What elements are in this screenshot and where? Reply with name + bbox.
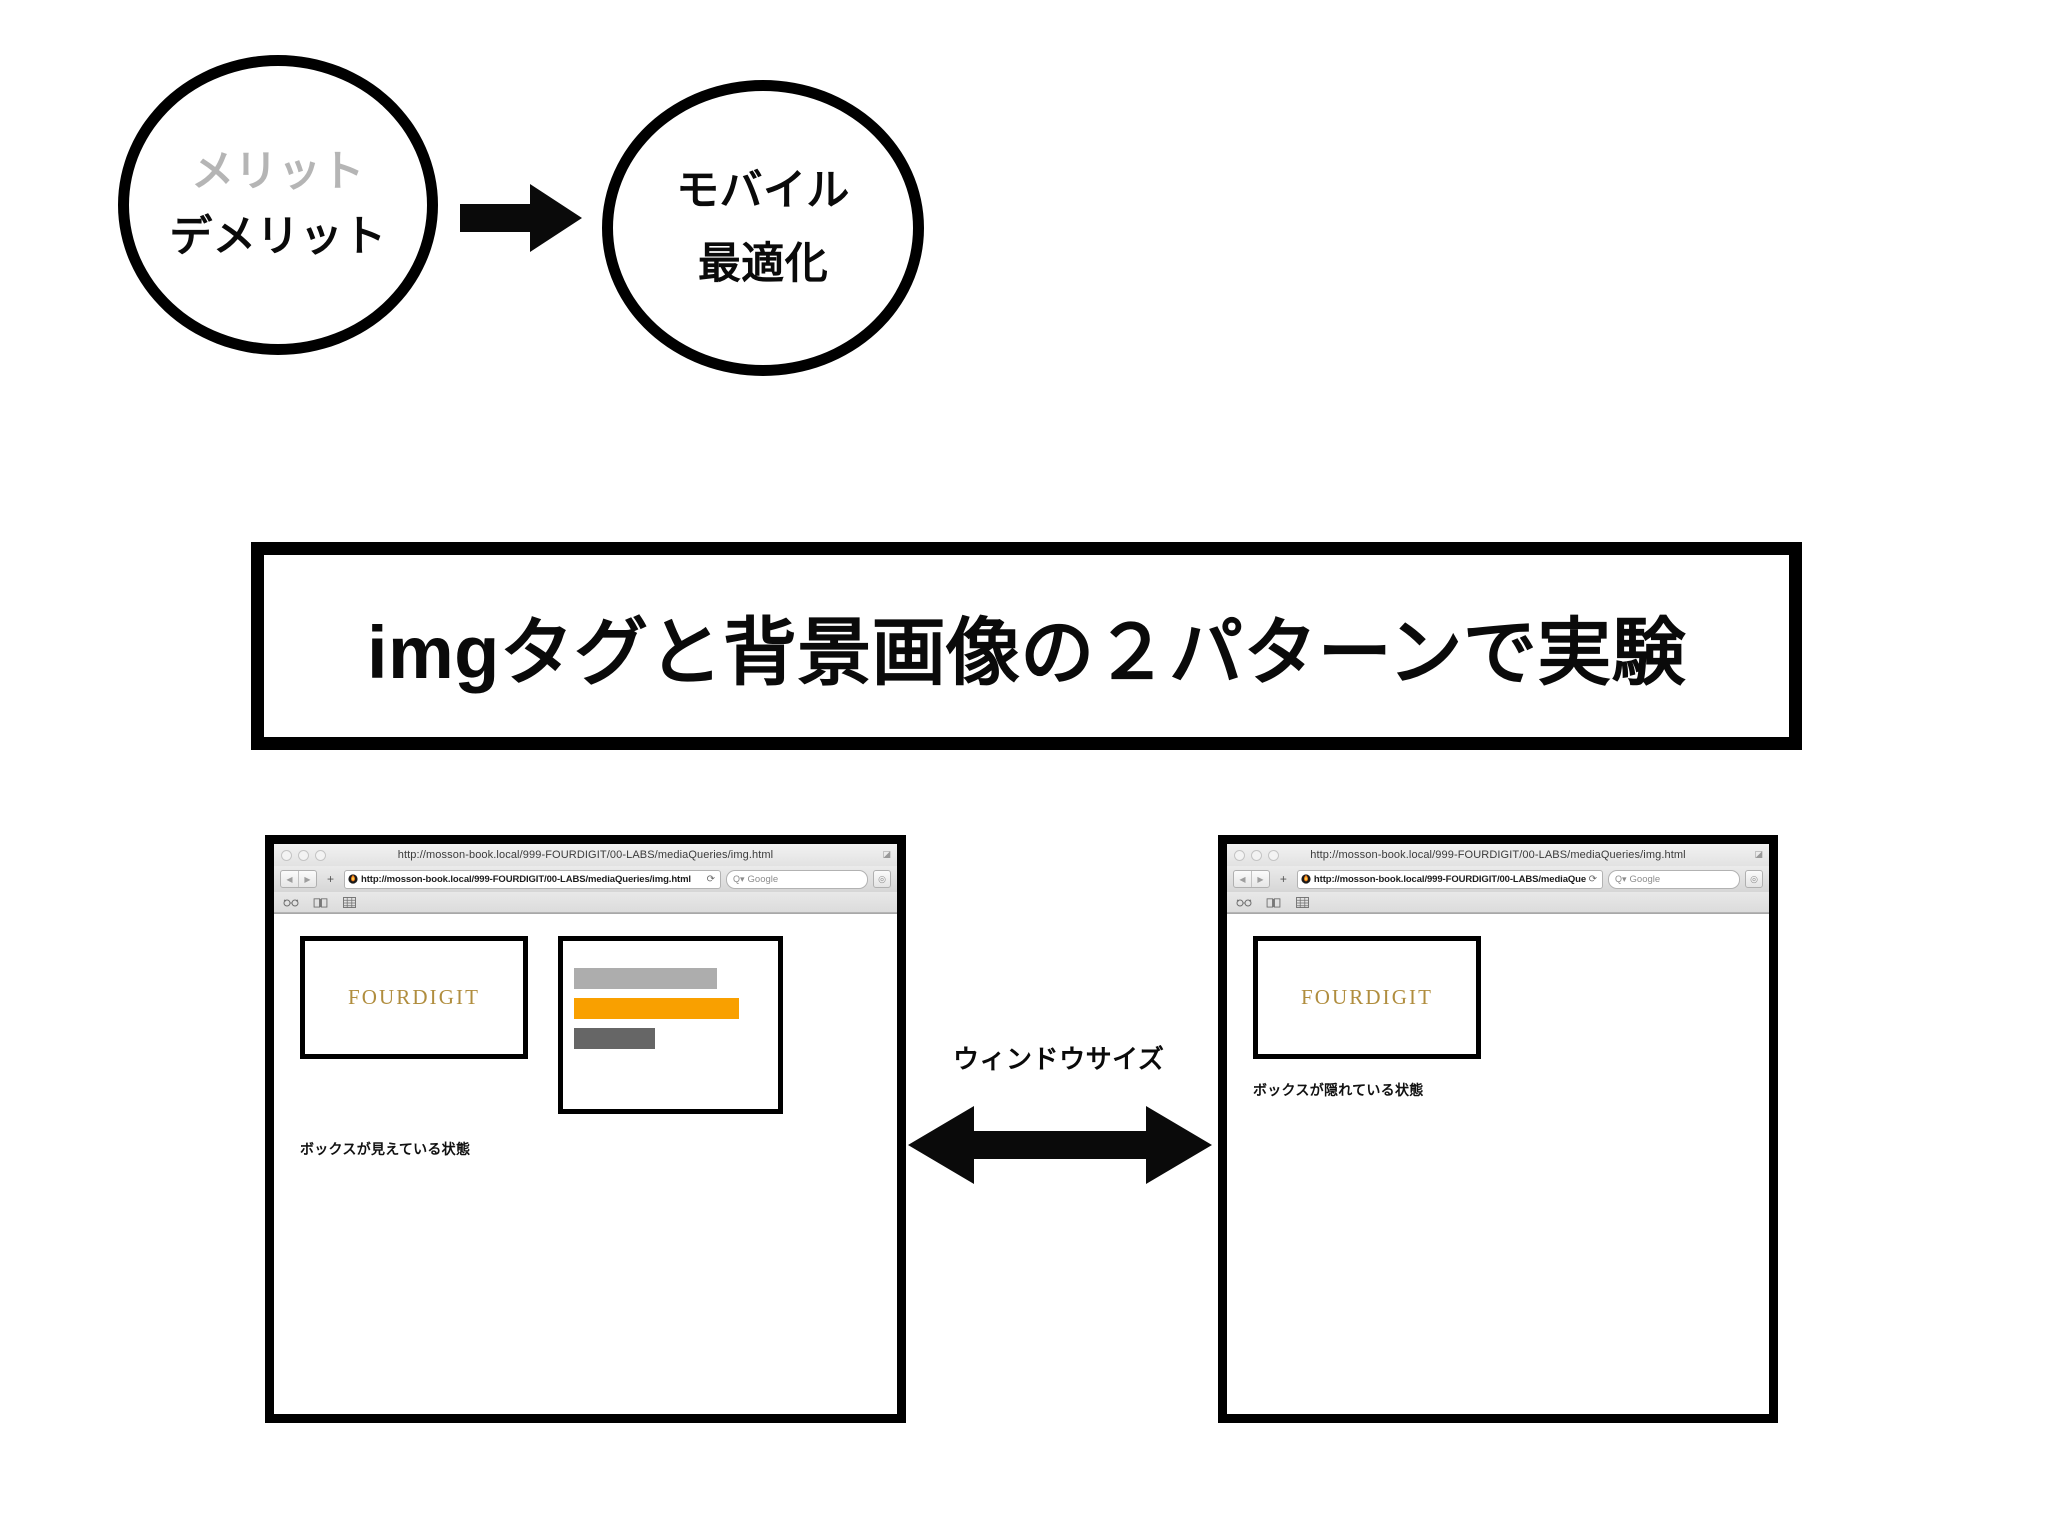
site-favicon-icon bbox=[348, 874, 358, 884]
logo-box: FOURDIGIT bbox=[300, 936, 528, 1059]
window-size-label: ウィンドウサイズ bbox=[953, 1044, 1165, 1074]
address-bar-url[interactable]: http://mosson-book.local/999-FOURDIGIT/0… bbox=[1313, 873, 1586, 885]
resize-grip-icon[interactable]: ◪ bbox=[1754, 849, 1763, 859]
page-caption: ボックスが見えている状態 bbox=[300, 1141, 471, 1157]
back-icon[interactable]: ◀ bbox=[1239, 874, 1246, 884]
browser-toolbar: ◀ ▶ + http://mosson-book.local/999-FOURD… bbox=[274, 866, 897, 892]
zoom-icon[interactable] bbox=[315, 850, 326, 861]
zoom-icon[interactable] bbox=[1268, 850, 1279, 861]
double-headed-arrow-icon bbox=[908, 1106, 1212, 1184]
forward-icon[interactable]: ▶ bbox=[1250, 871, 1269, 887]
browser-chrome: http://mosson-book.local/999-FOURDIGIT/0… bbox=[1227, 844, 1769, 914]
page-box-row: FOURDIGIT bbox=[1253, 936, 1769, 1059]
search-icon: Q▾ bbox=[733, 873, 745, 884]
page-caption: ボックスが隠れている状態 bbox=[1253, 1082, 1424, 1098]
circle-mobile-label: モバイル bbox=[676, 167, 850, 216]
bar-orange bbox=[574, 998, 739, 1019]
bars-box bbox=[558, 936, 783, 1114]
fourdigit-logo: FOURDIGIT bbox=[347, 985, 481, 1009]
bookmark-bar bbox=[1227, 892, 1769, 913]
forward-icon[interactable]: ▶ bbox=[298, 871, 316, 887]
circle-merit-label: メリット bbox=[191, 148, 365, 197]
concept-circle-merit-demerit: メリット デメリット bbox=[118, 55, 438, 355]
browser-window-img-tag: http://mosson-book.local/999-FOURDIGIT/0… bbox=[265, 835, 906, 1423]
address-bar-url[interactable]: http://mosson-book.local/999-FOURDIGIT/0… bbox=[361, 873, 691, 885]
window-traffic-lights[interactable] bbox=[1234, 850, 1279, 861]
search-placeholder: Google bbox=[1629, 873, 1661, 885]
downloads-icon[interactable]: ◎ bbox=[1745, 870, 1763, 888]
search-field[interactable]: Q▾ Google bbox=[1608, 869, 1740, 889]
circle-optimize-label: 最適化 bbox=[697, 240, 829, 288]
bookmark-bar bbox=[274, 892, 897, 913]
page-viewport: FOURDIGIT ボックスが隠れている状態 bbox=[1227, 914, 1769, 1414]
bookmarks-book-icon[interactable] bbox=[1265, 896, 1281, 909]
address-bar[interactable]: http://mosson-book.local/999-FOURDIGIT/0… bbox=[1296, 869, 1603, 889]
browser-chrome: http://mosson-book.local/999-FOURDIGIT/0… bbox=[274, 844, 897, 914]
bar-dark-gray bbox=[574, 1028, 655, 1049]
top-sites-grid-icon[interactable] bbox=[341, 896, 357, 909]
browser-toolbar: ◀ ▶ + http://mosson-book.local/999-FOURD… bbox=[1227, 866, 1769, 892]
new-tab-icon[interactable]: + bbox=[326, 872, 334, 886]
nav-buttons[interactable]: ◀ ▶ bbox=[1233, 870, 1270, 888]
logo-box: FOURDIGIT bbox=[1253, 936, 1481, 1059]
headline-box: imgタグと背景画像の２パターンで実験 bbox=[251, 542, 1802, 750]
search-icon: Q▾ bbox=[1615, 873, 1627, 884]
bookmarks-book-icon[interactable] bbox=[312, 896, 328, 909]
nav-buttons[interactable]: ◀ ▶ bbox=[280, 870, 317, 888]
close-icon[interactable] bbox=[281, 850, 292, 861]
reader-glasses-icon[interactable] bbox=[283, 896, 299, 909]
browser-titlebar[interactable]: http://mosson-book.local/999-FOURDIGIT/0… bbox=[274, 844, 897, 866]
back-icon[interactable]: ◀ bbox=[286, 874, 293, 884]
page-viewport: FOURDIGIT ボックスが見えている状態 bbox=[274, 914, 897, 1414]
address-bar[interactable]: http://mosson-book.local/999-FOURDIGIT/0… bbox=[344, 869, 721, 889]
window-traffic-lights[interactable] bbox=[281, 850, 326, 861]
reload-icon[interactable]: ⟳ bbox=[706, 873, 715, 885]
browser-titlebar[interactable]: http://mosson-book.local/999-FOURDIGIT/0… bbox=[1227, 844, 1769, 866]
reader-glasses-icon[interactable] bbox=[1236, 896, 1252, 909]
downloads-icon[interactable]: ◎ bbox=[873, 870, 891, 888]
search-placeholder: Google bbox=[747, 873, 779, 885]
window-title: http://mosson-book.local/999-FOURDIGIT/0… bbox=[397, 849, 774, 861]
right-arrow-icon bbox=[460, 184, 582, 252]
window-title: http://mosson-book.local/999-FOURDIGIT/0… bbox=[1310, 849, 1686, 861]
site-favicon-icon bbox=[1301, 874, 1311, 884]
circle-demerit-label: デメリット bbox=[169, 213, 387, 261]
new-tab-icon[interactable]: + bbox=[1279, 872, 1287, 886]
minimize-icon[interactable] bbox=[298, 850, 309, 861]
close-icon[interactable] bbox=[1234, 850, 1245, 861]
headline-text: imgタグと背景画像の２パターンで実験 bbox=[367, 610, 1686, 694]
browser-window-background-image: http://mosson-book.local/999-FOURDIGIT/0… bbox=[1218, 835, 1778, 1423]
concept-circle-mobile-optimization: モバイル 最適化 bbox=[602, 80, 924, 376]
minimize-icon[interactable] bbox=[1251, 850, 1262, 861]
resize-grip-icon[interactable]: ◪ bbox=[882, 849, 891, 859]
reload-icon[interactable]: ⟳ bbox=[1588, 873, 1597, 885]
search-field[interactable]: Q▾ Google bbox=[726, 869, 868, 889]
bar-light-gray bbox=[574, 968, 717, 989]
page-box-row: FOURDIGIT bbox=[300, 936, 897, 1114]
fourdigit-logo: FOURDIGIT bbox=[1300, 985, 1434, 1009]
top-sites-grid-icon[interactable] bbox=[1294, 896, 1310, 909]
